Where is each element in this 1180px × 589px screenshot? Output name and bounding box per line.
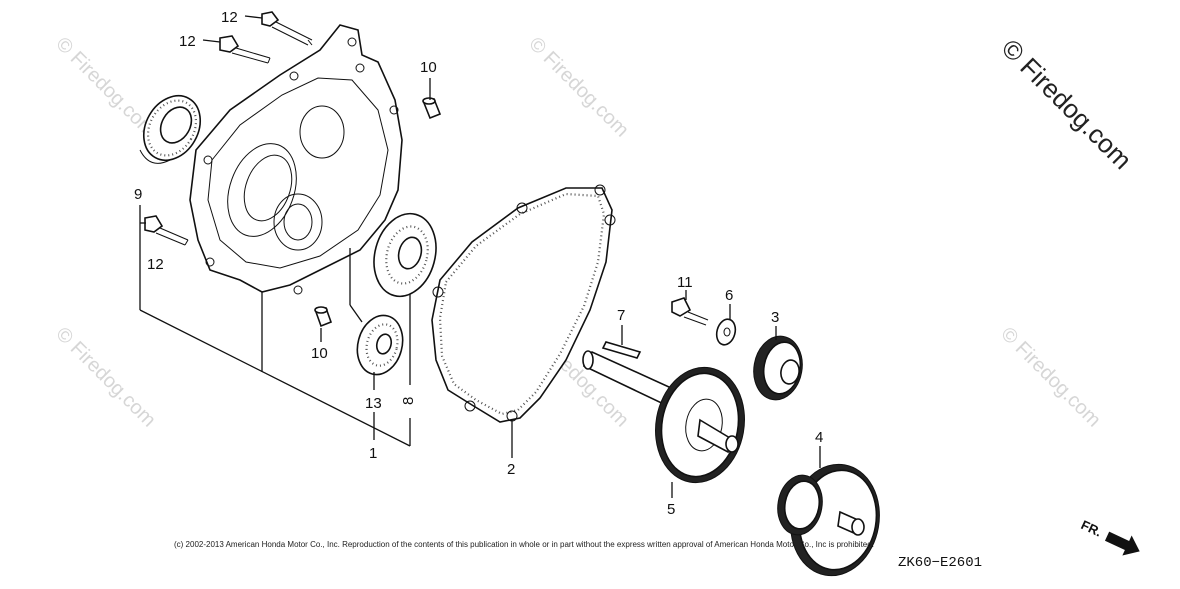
callout-13: 13 <box>365 395 382 412</box>
bolt-12-left <box>144 215 189 246</box>
callout-6: 6 <box>725 287 733 304</box>
callout-2: 2 <box>507 461 515 478</box>
callout-8: 8 <box>400 397 417 405</box>
case-cover <box>189 24 403 295</box>
bolt-12-second <box>219 35 271 64</box>
callout-9: 9 <box>134 186 142 203</box>
callout-12-top: 12 <box>221 9 238 26</box>
dowel-pin-10-bottom <box>314 306 333 328</box>
diagram-code: ZK60−E2601 <box>898 555 982 571</box>
callout-7: 7 <box>617 307 625 324</box>
callout-12-left: 12 <box>147 256 164 273</box>
front-arrow-icon <box>1104 531 1140 556</box>
front-direction-indicator: FR. <box>1079 517 1140 556</box>
front-label: FR. <box>1079 517 1104 539</box>
callout-10-bottom: 10 <box>311 345 328 362</box>
watermark-top-left: © Firedog.com <box>51 33 160 142</box>
callout-3: 3 <box>771 309 779 326</box>
watermark-top-middle: © Firedog.com <box>524 33 633 142</box>
gear-4 <box>777 463 880 577</box>
callout-4: 4 <box>815 429 823 446</box>
dowel-pin-10-top <box>422 97 442 120</box>
copyright-notice: (c) 2002-2013 American Honda Motor Co., … <box>174 540 874 549</box>
callout-11: 11 <box>677 274 693 291</box>
bearing-13 <box>356 314 404 376</box>
bolt-11 <box>671 297 709 326</box>
watermark-bottom-right: © Firedog.com <box>996 323 1105 432</box>
watermark-bottom-left: © Firedog.com <box>51 323 160 432</box>
callout-5: 5 <box>667 501 675 518</box>
washer-6 <box>715 318 737 346</box>
watermark-corner: © Firedog.com <box>996 33 1138 175</box>
gasket-2 <box>431 184 616 423</box>
callout-numbers: 12 12 9 12 10 10 13 8 1 2 7 5 11 6 3 4 <box>134 9 823 518</box>
oil-seal-9 <box>139 95 202 164</box>
key-7 <box>601 341 642 359</box>
callout-12-second: 12 <box>179 33 196 50</box>
callout-10-top: 10 <box>420 59 437 76</box>
shaft-gear-5 <box>582 350 745 484</box>
leader-lines <box>139 15 821 498</box>
bolt-12-top <box>261 11 313 46</box>
callout-1: 1 <box>369 445 377 462</box>
gear-3 <box>753 335 803 401</box>
bearing-8 <box>373 212 437 298</box>
